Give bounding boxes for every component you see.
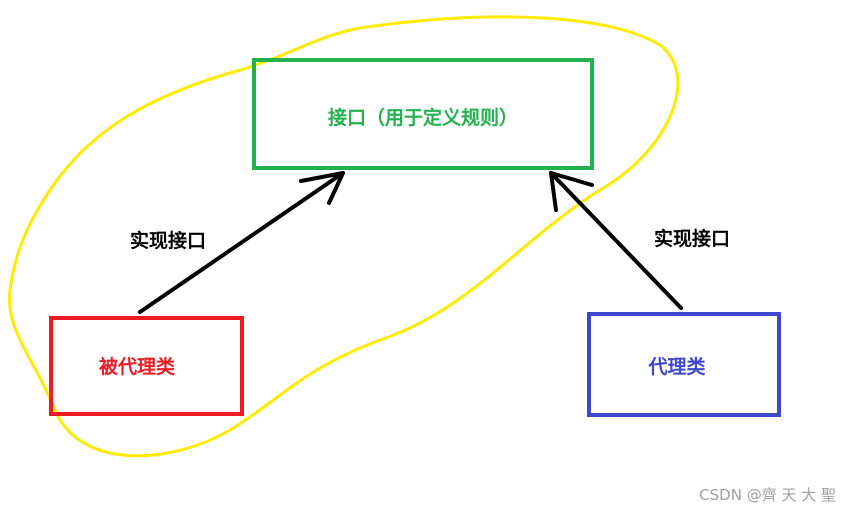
highlight-ellipse xyxy=(7,15,680,458)
watermark: CSDN @齊 天 大 聖 xyxy=(699,486,836,504)
left-implements-arrow xyxy=(138,171,345,314)
proxied-class-label: 被代理类 xyxy=(99,355,175,378)
right-arrow-label: 实现接口 xyxy=(654,227,730,250)
interface-box xyxy=(252,58,594,170)
interface-label: 接口（用于定义规则） xyxy=(328,106,518,129)
proxy-class-box xyxy=(587,312,781,417)
left-arrow-label: 实现接口 xyxy=(130,229,206,252)
proxied-class-box xyxy=(49,316,244,416)
proxy-class-label: 代理类 xyxy=(647,355,705,378)
right-implements-arrow xyxy=(549,171,683,310)
